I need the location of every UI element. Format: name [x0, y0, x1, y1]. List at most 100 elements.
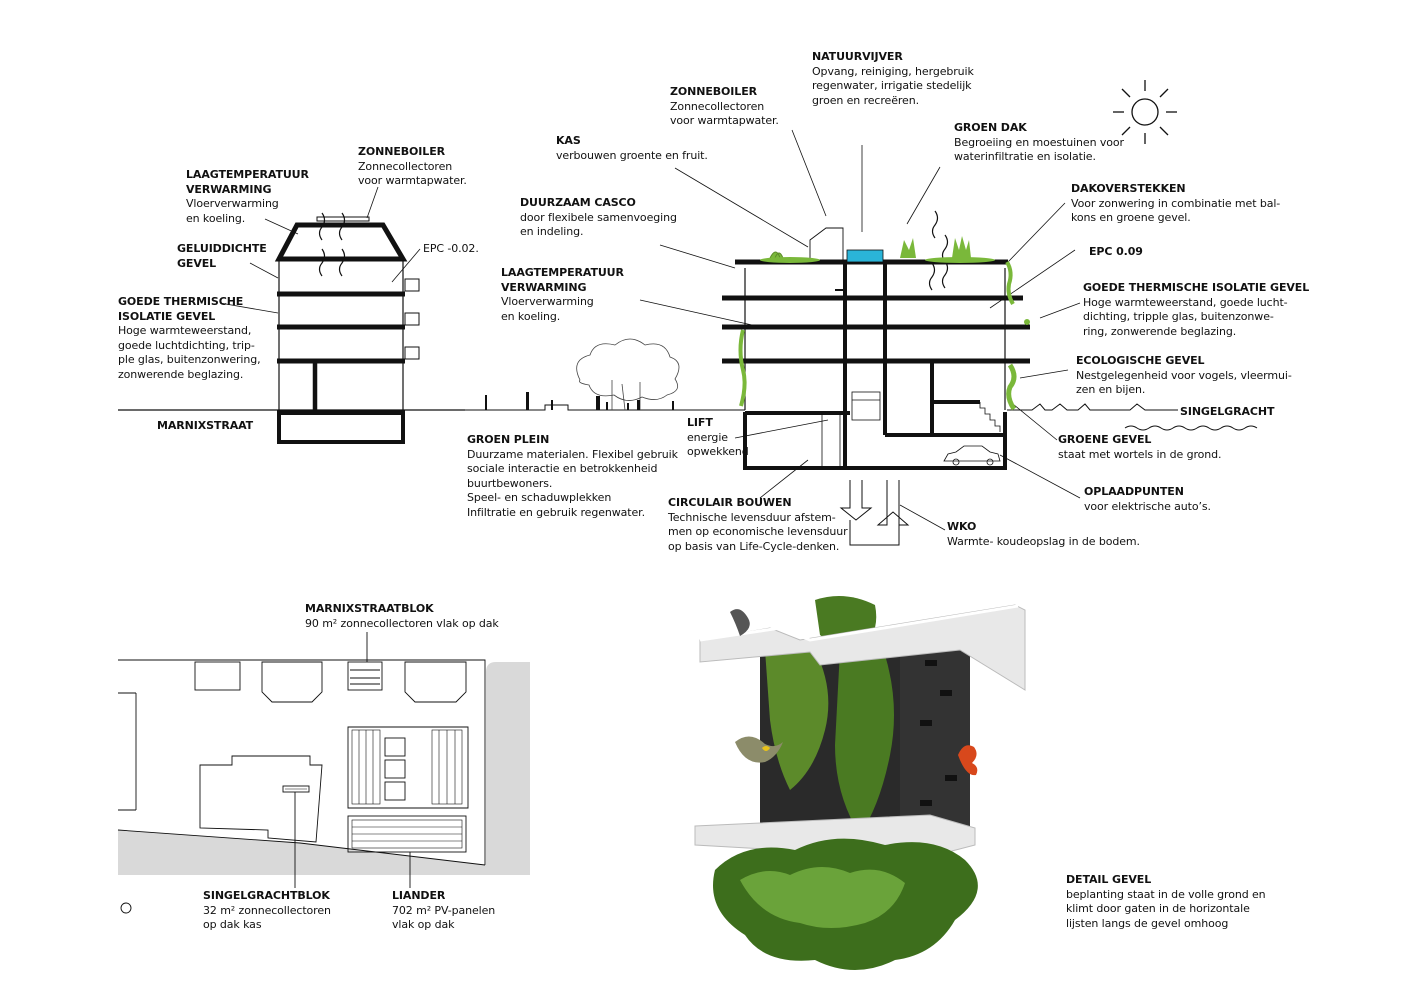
label-marnixstraatblok: MARNIXSTRAATBLOK 90 m² zonnecollectoren …	[305, 602, 499, 631]
epc-left-value: EPC -0.02.	[423, 242, 479, 255]
dakoverstekken-title: DAKOVERSTEKKEN	[1071, 182, 1186, 195]
label-geluiddichte-gevel: GELUIDDICHTE GEVEL	[177, 242, 267, 271]
label-zonneboiler-right: ZONNEBOILER Zonnecollectoren voor warmta…	[670, 85, 779, 129]
groen-dak-title: GROEN DAK	[954, 121, 1027, 134]
kas-line1: verbouwen groente en fruit.	[556, 148, 708, 162]
groen-dak-line1: Begroeiing en moestuinen voor	[954, 135, 1124, 149]
circulair-line2: men op economische levensduur	[668, 525, 848, 538]
label-natuurvijver: NATUURVIJVER Opvang, reiniging, hergebru…	[812, 50, 974, 108]
circulair-line1: Technische levensduur afstem-	[668, 510, 836, 524]
wko-title: WKO	[947, 520, 977, 533]
liander-title: LIANDER	[392, 889, 446, 902]
marnixstraatblok-line1: 90 m² zonnecollectoren vlak op dak	[305, 616, 499, 630]
label-detail-gevel: DETAIL GEVEL beplanting staat in de voll…	[1066, 873, 1266, 931]
thermische-right-line1: Hoge warmteweerstand, goede lucht-	[1083, 295, 1288, 309]
site-plan	[117, 632, 530, 914]
zonneboiler-left-line2: voor warmtapwater.	[358, 174, 467, 187]
marnixstraat-section	[118, 186, 465, 444]
groen-plein-title: GROEN PLEIN	[467, 433, 550, 446]
thermische-left-title2: ISOLATIE GEVEL	[118, 309, 216, 323]
label-thermische-isolatie-left: GOEDE THERMISCHE ISOLATIE GEVEL Hoge war…	[118, 295, 261, 382]
label-ecologische-gevel: ECOLOGISCHE GEVEL Nestgelegenheid voor v…	[1076, 354, 1292, 398]
oplaadpunten-line1: voor elektrische auto’s.	[1084, 499, 1211, 513]
duurzaam-casco-line1: door flexibele samenvoeging	[520, 210, 677, 224]
label-groen-dak: GROEN DAK Begroeiing en moestuinen voor …	[954, 121, 1124, 165]
label-groene-gevel: GROENE GEVEL staat met wortels in de gro…	[1058, 433, 1222, 462]
thermische-right-title: GOEDE THERMISCHE ISOLATIE GEVEL	[1083, 281, 1310, 294]
dakoverstekken-line1: Voor zonwering in combinatie met bal-	[1071, 196, 1281, 210]
detail-gevel-line3: lijsten langs de gevel omhoog	[1066, 916, 1229, 930]
natuurvijver-title: NATUURVIJVER	[812, 50, 903, 63]
zonneboiler-left-line1: Zonnecollectoren	[358, 159, 453, 173]
groen-plein-line2: sociale interactie en betrokkenheid	[467, 462, 658, 475]
liander-line1: 702 m² PV-panelen	[392, 903, 496, 917]
label-thermische-isolatie-right: GOEDE THERMISCHE ISOLATIE GEVEL Hoge war…	[1083, 281, 1309, 339]
laagtemperatuur-right-title2: VERWARMING	[501, 280, 587, 294]
liander-line2: vlak op dak	[392, 918, 455, 931]
label-zonneboiler-left: ZONNEBOILER Zonnecollectoren voor warmta…	[358, 145, 467, 189]
laagtemperatuur-right-line1: Vloerverwarming	[501, 295, 594, 308]
circulair-title: CIRCULAIR BOUWEN	[668, 496, 792, 509]
thermische-left-line3: ple glas, buitenzonwering,	[118, 353, 261, 366]
thermische-right-line3: ring, zonwerende beglazing.	[1083, 324, 1237, 338]
label-lift: LIFT energie opwekkend	[687, 416, 749, 460]
circulair-line3: op basis van Life-Cycle-denken.	[668, 539, 840, 553]
groene-gevel-line1: staat met wortels in de grond.	[1058, 447, 1222, 461]
detail-gevel-line2: klimt door gaten in de horizontale	[1066, 902, 1250, 915]
zonneboiler-right-line1: Zonnecollectoren	[670, 99, 765, 113]
thermische-left-line4: zonwerende beglazing.	[118, 367, 244, 381]
label-oplaadpunten: OPLAADPUNTEN voor elektrische auto’s.	[1084, 485, 1211, 514]
label-liander: LIANDER 702 m² PV-panelen vlak op dak	[392, 889, 495, 933]
label-epc-right: EPC 0.09	[1089, 245, 1143, 260]
label-marnixstraat: MARNIXSTRAAT	[157, 419, 253, 434]
groen-plein-line3: buurtbewoners.	[467, 476, 553, 490]
ecologische-title: ECOLOGISCHE GEVEL	[1076, 354, 1205, 367]
groene-gevel-title: GROENE GEVEL	[1058, 433, 1152, 446]
natuurvijver-line2: regenwater, irrigatie stedelijk	[812, 79, 972, 92]
groen-plein-line5: Infiltratie en gebruik regenwater.	[467, 505, 645, 519]
label-laagtemperatuur-left: LAAGTEMPERATUUR VERWARMING Vloerverwarmi…	[186, 168, 309, 226]
oplaadpunten-title: OPLAADPUNTEN	[1084, 485, 1184, 498]
label-kas: KAS verbouwen groente en fruit.	[556, 134, 708, 163]
label-singelgrachtblok: SINGELGRACHTBLOK 32 m² zonnecollectoren …	[203, 889, 331, 933]
duurzaam-casco-title: DUURZAAM CASCO	[520, 196, 636, 209]
green-elements	[738, 236, 1030, 411]
detail-gevel-title: DETAIL GEVEL	[1066, 873, 1152, 886]
ecologische-line2: zen en bijen.	[1076, 383, 1146, 396]
laagtemperatuur-right-line2: en koeling.	[501, 309, 561, 323]
dakoverstekken-line2: kons en groene gevel.	[1071, 211, 1191, 224]
thermische-left-line1: Hoge warmteweerstand,	[118, 324, 252, 337]
label-singelgracht: SINGELGRACHT	[1180, 405, 1274, 420]
singelgrachtblok-line2: op dak kas	[203, 918, 262, 931]
label-groen-plein: GROEN PLEIN Duurzame materialen. Flexibe…	[467, 433, 678, 520]
groen-dak-line2: waterinfiltratie en isolatie.	[954, 150, 1096, 163]
detail-gevel-line1: beplanting staat in de volle grond en	[1066, 887, 1266, 901]
singelgrachtblok-title: SINGELGRACHTBLOK	[203, 889, 330, 902]
zonneboiler-right-title: ZONNEBOILER	[670, 85, 757, 98]
singelgracht-name: SINGELGRACHT	[1180, 405, 1275, 418]
laagtemperatuur-left-line2: en koeling.	[186, 211, 246, 225]
thermische-right-line2: dichting, tripple glas, buitenzonwe-	[1083, 310, 1274, 323]
natuurvijver-line3: groen en recreëren.	[812, 93, 919, 107]
epc-right-value: EPC 0.09	[1089, 245, 1143, 258]
lift-title: LIFT	[687, 416, 713, 429]
thermische-left-title1: GOEDE THERMISCHE	[118, 295, 244, 308]
laagtemperatuur-left-line1: Vloerverwarming	[186, 197, 279, 210]
label-duurzaam-casco: DUURZAAM CASCO door flexibele samenvoegi…	[520, 196, 677, 240]
thermische-left-line2: goede luchtdichting, trip-	[118, 338, 255, 352]
groen-plein-line1: Duurzame materialen. Flexibel gebruik	[467, 447, 678, 461]
geluiddichte-title1: GELUIDDICHTE	[177, 242, 267, 255]
label-dakoverstekken: DAKOVERSTEKKEN Voor zonwering in combina…	[1071, 182, 1280, 226]
laagtemperatuur-left-title2: VERWARMING	[186, 182, 272, 196]
lift-line2: opwekkend	[687, 445, 749, 458]
facade-detail	[694, 596, 1026, 970]
natuurvijver-line1: Opvang, reiniging, hergebruik	[812, 64, 974, 78]
kas-title: KAS	[556, 134, 581, 147]
zonneboiler-left-title: ZONNEBOILER	[358, 145, 445, 158]
marnixstraat-name: MARNIXSTRAAT	[157, 419, 254, 432]
lift-line1: energie	[687, 430, 728, 444]
duurzaam-casco-line2: en indeling.	[520, 225, 584, 238]
ecologische-line1: Nestgelegenheid voor vogels, vleermui-	[1076, 368, 1292, 382]
plaza-trees	[576, 338, 680, 411]
